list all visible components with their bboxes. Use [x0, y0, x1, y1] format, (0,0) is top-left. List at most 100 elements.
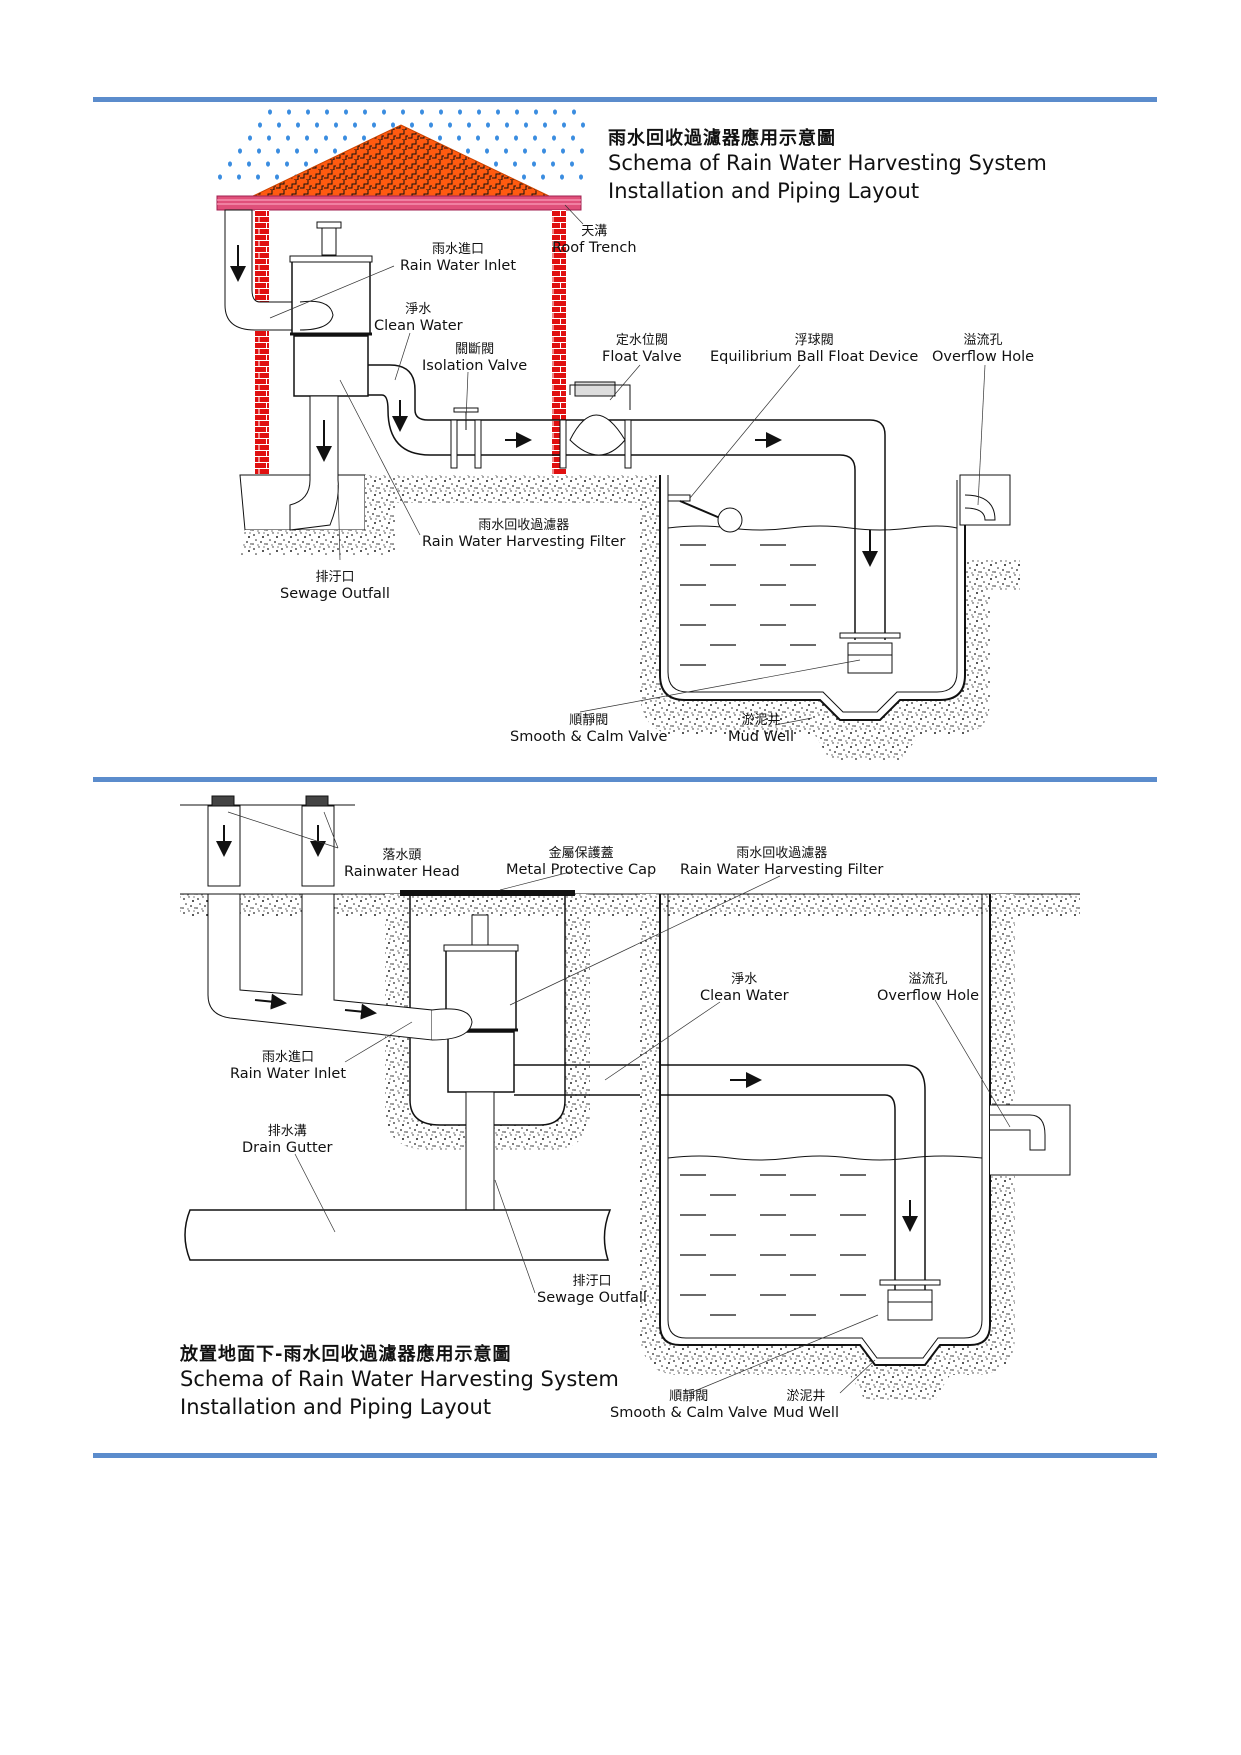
- label-overflow-hole: 溢流孔 Overflow Hole: [932, 333, 1035, 365]
- rain-drop: [523, 148, 527, 154]
- bottom-title-zh: 放置地面下-雨水回收過濾器應用示意圖: [180, 1344, 512, 1365]
- rain-drop: [287, 109, 291, 115]
- rain-drop: [514, 135, 518, 141]
- label-clean-water: 淨水 Clean Water: [374, 302, 463, 334]
- rain-drop: [334, 122, 338, 128]
- rain-drop: [458, 109, 462, 115]
- rain-drop: [296, 122, 300, 128]
- divider-middle: [93, 777, 1157, 782]
- leader-lines-top: [269, 204, 986, 726]
- rain-drop: [477, 109, 481, 115]
- rain-drop: [542, 148, 546, 154]
- top-title-en-line1: Schema of Rain Water Harvesting System: [608, 151, 1047, 176]
- rain-drop: [543, 122, 547, 128]
- rain-drop: [276, 148, 280, 154]
- label-rain-water-inlet-2: 雨水進口 Rain Water Inlet: [230, 1050, 347, 1082]
- rain-drop: [362, 135, 366, 141]
- rain-drop: [267, 135, 271, 141]
- rain-drop: [285, 161, 289, 167]
- bottom-title-en-line2: Installation and Piping Layout: [180, 1394, 492, 1419]
- rain-water-harvesting-filter-2: [431, 914, 519, 1093]
- clean-water-pipe: [368, 364, 886, 640]
- rain-drop: [457, 135, 461, 141]
- rain-drop: [324, 135, 328, 141]
- rain-drop: [325, 109, 329, 115]
- rain-drop: [534, 109, 538, 115]
- rain-drop: [429, 122, 433, 128]
- top-title-zh: 雨水回收過濾器應用示意圖: [608, 128, 836, 149]
- top-title-en-line2: Installation and Piping Layout: [608, 178, 920, 203]
- rain-drop: [286, 135, 290, 141]
- rain-drop: [275, 174, 279, 180]
- rain-drop: [570, 161, 574, 167]
- rain-drop: [496, 109, 500, 115]
- roof-trench: [216, 195, 582, 211]
- rain-drop: [218, 174, 222, 180]
- rain-drop: [315, 122, 319, 128]
- bottom-diagram-title: 放置地面下-雨水回收過濾器應用示意圖 Schema of Rain Water …: [180, 1343, 619, 1421]
- rain-drop: [476, 135, 480, 141]
- label-mud-well-2: 淤泥井 Mud Well: [773, 1389, 839, 1421]
- tank-gravel: [640, 475, 1020, 760]
- rain-drop: [504, 148, 508, 154]
- leader-lines-bottom: [227, 811, 1011, 1394]
- rain-drop: [343, 135, 347, 141]
- drain-gutter: [184, 1209, 612, 1261]
- rain-drop: [438, 135, 442, 141]
- label-sewage-outfall: 排汙口 Sewage Outfall: [280, 570, 390, 602]
- rain-drop: [391, 122, 395, 128]
- rain-drop: [228, 161, 232, 167]
- float-valve: [559, 381, 632, 469]
- rain-drop: [372, 122, 376, 128]
- rain-drop: [467, 122, 471, 128]
- divider-bottom: [93, 1453, 1157, 1458]
- rain-drop: [306, 109, 310, 115]
- water-lines: [680, 544, 816, 666]
- tank-gravel-2: [640, 894, 1015, 1400]
- label-overflow-hole-2: 溢流孔 Overflow Hole: [877, 972, 980, 1004]
- rain-drop: [466, 148, 470, 154]
- rain-drop: [277, 122, 281, 128]
- rain-drop: [314, 148, 318, 154]
- rain-drop: [266, 161, 270, 167]
- rain-drop: [553, 109, 557, 115]
- label-ball-float-device: 浮球閥 Equilibrium Ball Float Device: [710, 333, 919, 365]
- rain-drop: [571, 135, 575, 141]
- rain-drop: [495, 135, 499, 141]
- rain-drop: [256, 174, 260, 180]
- label-smooth-calm-valve: 順靜閥 Smooth & Calm Valve: [510, 713, 668, 745]
- tank-wall: [659, 475, 966, 721]
- label-smooth-calm-valve-2: 順靜閥 Smooth & Calm Valve: [610, 1389, 768, 1421]
- rain-drop: [541, 174, 545, 180]
- rain-drop: [448, 122, 452, 128]
- label-clean-water-2: 淨水 Clean Water: [700, 972, 789, 1004]
- isolation-valve: [450, 407, 482, 469]
- rainwater-head-2: [301, 795, 335, 887]
- rain-drop: [247, 161, 251, 167]
- rain-drop: [304, 161, 308, 167]
- rain-water-harvesting-filter: [289, 221, 373, 397]
- smooth-calm-valve-2: [879, 1279, 941, 1321]
- rain-drop: [579, 174, 583, 180]
- bottom-title-en-line1: Schema of Rain Water Harvesting System: [180, 1367, 619, 1392]
- rainwater-head-1: [207, 795, 241, 887]
- label-roof-trench: 天溝 Roof Trench: [552, 224, 637, 256]
- label-rain-water-inlet: 雨水進口 Rain Water Inlet: [400, 242, 517, 274]
- water-lines-2: [680, 1174, 866, 1316]
- metal-protective-cap: [400, 890, 575, 896]
- rain-drop: [572, 109, 576, 115]
- filter-pit-gravel: [385, 894, 590, 1150]
- brick-wall-left: [255, 210, 269, 475]
- rain-drop: [258, 122, 262, 128]
- overflow-pipe: [959, 474, 1011, 526]
- inlet-pipe: [207, 893, 433, 1041]
- rain-drop: [532, 161, 536, 167]
- brick-wall-right: [552, 210, 566, 475]
- overflow-pipe-2: [990, 1104, 1071, 1176]
- label-isolation-valve: 關斷閥 Isolation Valve: [422, 342, 528, 374]
- clean-water-pipe-2: [514, 1064, 926, 1290]
- rain-drop: [268, 109, 272, 115]
- rain-drop: [305, 135, 309, 141]
- rain-drop: [353, 122, 357, 128]
- rain-drop: [363, 109, 367, 115]
